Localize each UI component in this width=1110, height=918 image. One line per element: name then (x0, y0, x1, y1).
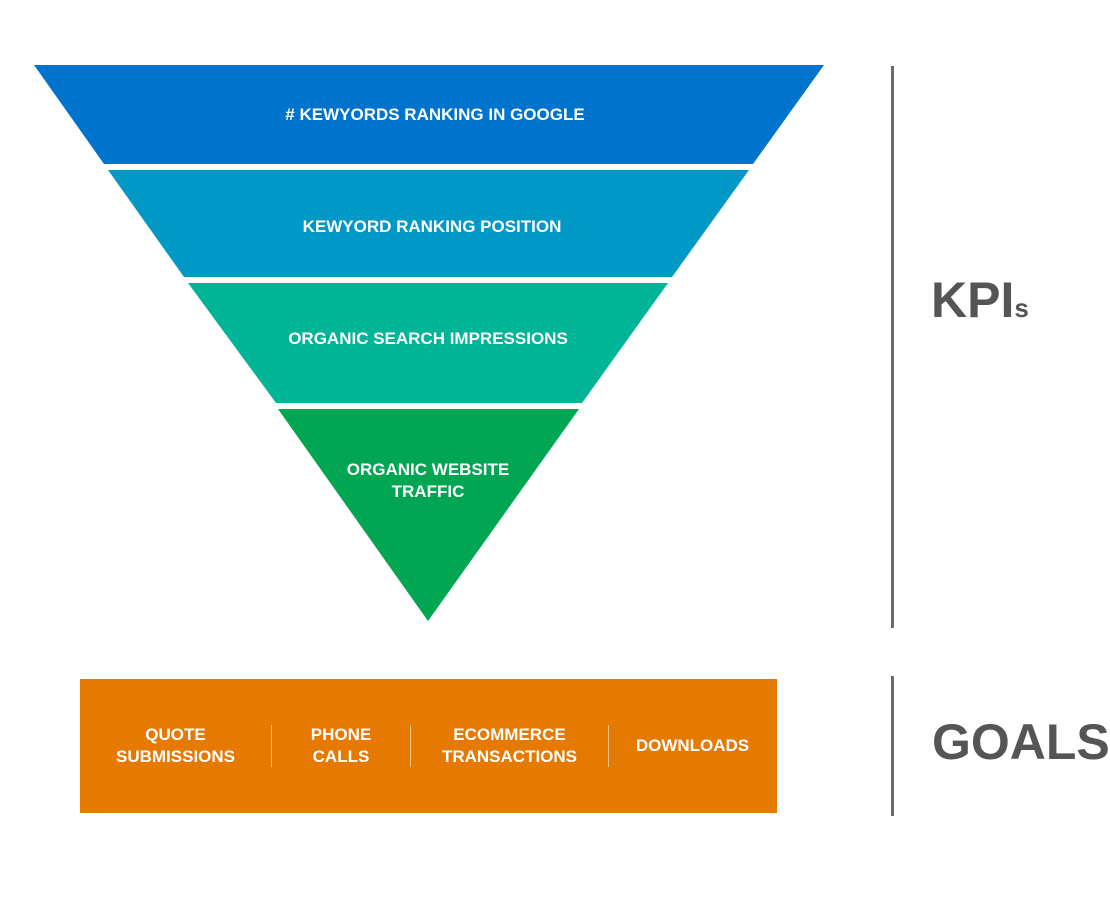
goal-separator (410, 725, 411, 767)
goal-phone-calls: PHONE CALLS (310, 725, 372, 766)
goals-divider-line (891, 676, 894, 816)
goal-downloads: DOWNLOADS (635, 736, 750, 755)
kpi-label-main: KPI (931, 272, 1015, 328)
goal-separator (608, 725, 609, 767)
funnel-level-organic-website-traffic (278, 409, 579, 621)
funnel-label-organic-website-traffic: ORGANIC WEBSITE TRAFFIC (346, 460, 510, 501)
funnel-level-keywords-ranking-count (34, 65, 824, 164)
goals-box: QUOTE SUBMISSIONS PHONE CALLS ECOMMERCE … (80, 679, 777, 813)
funnel-level-keyword-ranking-position (108, 170, 749, 277)
kpi-label-suffix: s (1014, 293, 1029, 323)
funnel-diagram (34, 65, 824, 621)
goals-label: GOALS (932, 714, 1110, 770)
goal-separator (271, 725, 272, 767)
funnel-label-keywords-ranking-count: # KEWYORDS RANKING IN GOOGLE (285, 105, 585, 124)
funnel-label-organic-search-impressions: ORGANIC SEARCH IMPRESSIONS (288, 329, 568, 348)
funnel-level-organic-search-impressions (188, 283, 668, 403)
funnel-label-keyword-ranking-position: KEWYORD RANKING POSITION (302, 217, 562, 236)
kpi-divider-line (891, 66, 894, 628)
goal-quote-submissions: QUOTE SUBMISSIONS (115, 725, 236, 766)
goal-ecommerce-transactions: ECOMMERCE TRANSACTIONS (441, 725, 578, 766)
kpi-label: KPIs (931, 272, 1029, 336)
